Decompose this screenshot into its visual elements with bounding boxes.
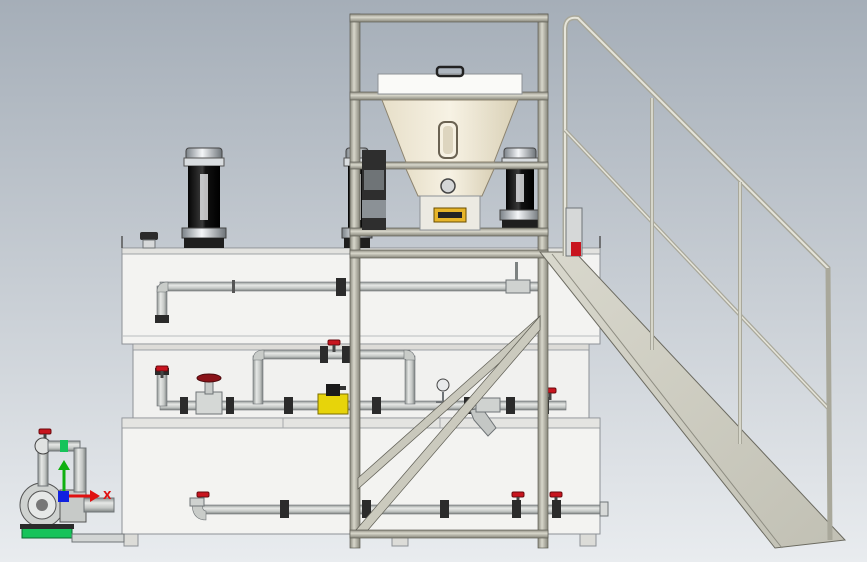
- access-stair[interactable]: [538, 15, 847, 549]
- base-feet: [123, 533, 597, 547]
- upper-tank: [121, 247, 601, 345]
- powder-hopper: [377, 65, 523, 231]
- y-strainer: [469, 397, 501, 437]
- solenoid-valve[interactable]: [317, 384, 349, 415]
- feeder-gearbox: [362, 150, 386, 230]
- mixing-motor-left: [181, 147, 227, 248]
- hopper-support-frame: [349, 13, 549, 549]
- valve-handle-pump[interactable]: [38, 428, 52, 441]
- diaphragm-valve[interactable]: [195, 373, 223, 415]
- valve-handle-left[interactable]: [155, 365, 169, 378]
- valve-handle-bypass[interactable]: [327, 339, 341, 352]
- vent-fitting: [140, 232, 158, 249]
- coordinate-triad: X: [58, 460, 112, 502]
- mixing-motor-right: [499, 147, 541, 230]
- x-axis-label: X: [103, 489, 112, 502]
- lower-pipe-run: [189, 497, 609, 521]
- tank-rim-posts: [121, 236, 601, 248]
